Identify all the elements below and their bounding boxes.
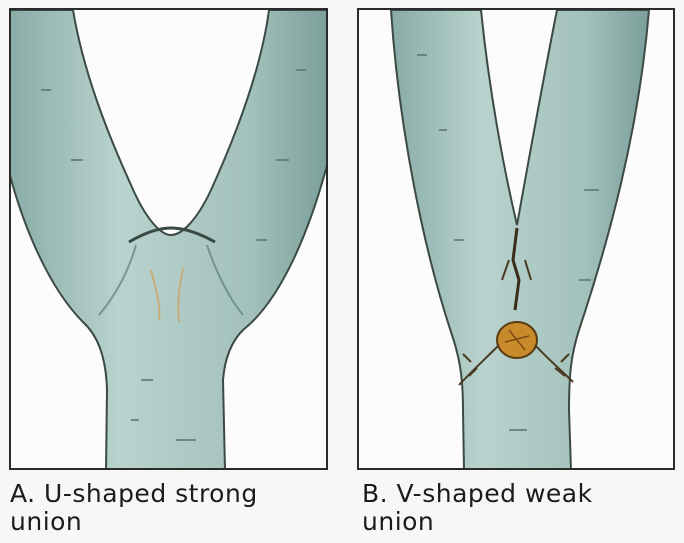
caption-u-shaped-strong-union: A. U-shaped strong union <box>10 480 258 536</box>
caption-v-shaped-weak-union: B. V-shaped weak union <box>362 480 593 536</box>
caption-b-line2: union <box>362 508 593 536</box>
panel-u-shaped-union <box>9 8 328 470</box>
panel-v-shaped-union <box>357 8 675 470</box>
caption-a-line2: union <box>10 508 258 536</box>
v-shaped-union-illustration <box>359 10 673 468</box>
trunk-and-branches-a <box>11 10 326 468</box>
caption-a-line1: A. U-shaped strong <box>10 480 258 508</box>
u-shaped-union-illustration <box>11 10 326 468</box>
trunk-and-branches-b <box>391 10 649 468</box>
caption-b-line1: B. V-shaped weak <box>362 480 593 508</box>
